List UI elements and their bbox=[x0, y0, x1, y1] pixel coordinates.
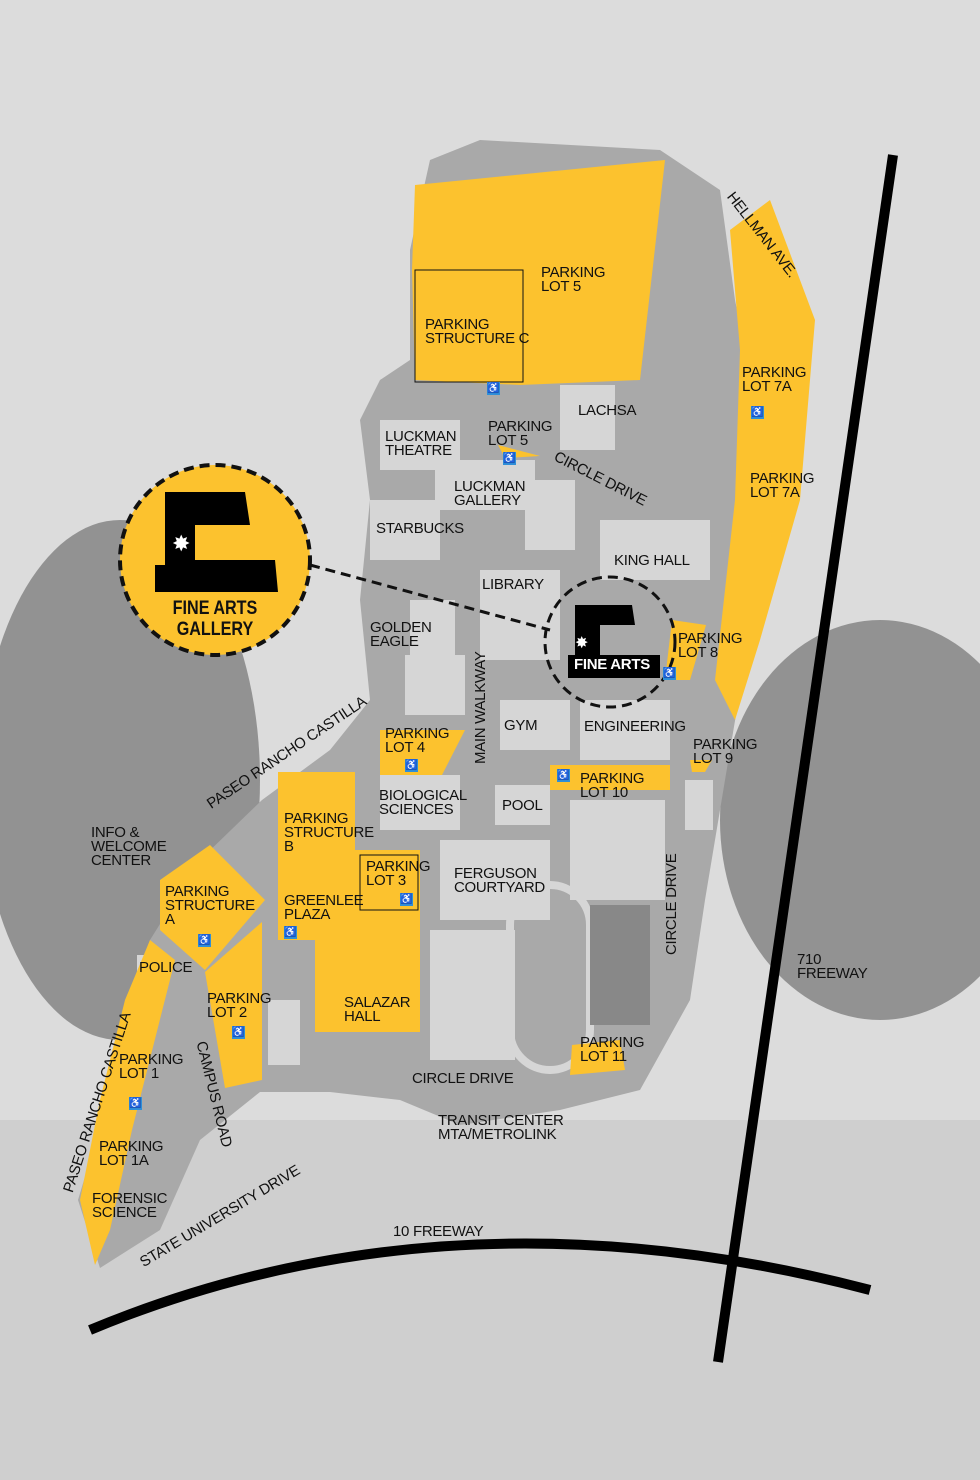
label-parking-lot-8: PARKING LOT 8 bbox=[678, 630, 743, 661]
label-luckman-gallery: LUCKMAN GALLERY bbox=[454, 478, 526, 509]
label-biological-sciences: BIOLOGICAL SCIENCES bbox=[379, 787, 467, 818]
label-luckman-theatre: LUCKMAN THEATRE bbox=[385, 428, 457, 459]
label-circle-drive-right: CIRCLE DRIVE bbox=[663, 853, 680, 955]
label-fine-arts: FINE ARTS bbox=[574, 656, 650, 673]
wheelchair-icon: ♿ bbox=[284, 926, 297, 939]
label-engineering: ENGINEERING bbox=[584, 718, 686, 735]
wheelchair-icon: ♿ bbox=[487, 382, 500, 395]
label-transit-center: TRANSIT CENTER MTA/METROLINK bbox=[438, 1112, 564, 1143]
wheelchair-icon: ♿ bbox=[663, 667, 676, 680]
label-king-hall: KING HALL bbox=[614, 552, 690, 569]
wheelchair-icon: ♿ bbox=[751, 406, 764, 419]
parking-lot-2-area bbox=[205, 922, 262, 1088]
label-salazar-hall: SALAZAR HALL bbox=[344, 994, 411, 1025]
parking-lot-9-area bbox=[690, 760, 712, 772]
label-parking-structure-a: PARKING STRUCTURE A bbox=[165, 883, 255, 928]
label-gym: GYM bbox=[504, 717, 538, 734]
label-parking-lot-4: PARKING LOT 4 bbox=[385, 725, 450, 756]
star-icon: ✸ bbox=[575, 635, 588, 652]
freeway-710 bbox=[713, 154, 898, 1363]
fine-arts-gallery-building bbox=[155, 492, 278, 592]
label-parking-lot-9: PARKING LOT 9 bbox=[693, 736, 758, 767]
label-parking-lot-7a-upper: PARKING LOT 7A bbox=[742, 364, 807, 395]
wheelchair-icon: ♿ bbox=[232, 1026, 245, 1039]
label-parking-lot-1: PARKING LOT 1 bbox=[119, 1051, 184, 1082]
parking-areas bbox=[80, 160, 815, 1265]
label-forensic-science: FORENSIC SCIENCE bbox=[92, 1190, 168, 1221]
wheelchair-icon: ♿ bbox=[557, 769, 570, 782]
label-starbucks: STARBUCKS bbox=[376, 520, 464, 537]
label-parking-structure-b: PARKING STRUCTURE B bbox=[284, 810, 374, 855]
label-parking-lot-10: PARKING LOT 10 bbox=[580, 770, 645, 801]
wheelchair-icon: ♿ bbox=[503, 452, 516, 465]
parking-structure-a-area bbox=[160, 845, 265, 970]
wheelchair-icon: ♿ bbox=[400, 893, 413, 906]
parking-structure-b-area bbox=[278, 772, 420, 1032]
wheelchair-icon: ♿ bbox=[129, 1097, 142, 1110]
label-info-welcome-center: INFO & WELCOME CENTER bbox=[91, 824, 167, 869]
label-parking-lot-2: PARKING LOT 2 bbox=[207, 990, 272, 1021]
label-lachsa: LACHSA bbox=[578, 402, 637, 419]
fine-arts-building[interactable] bbox=[568, 605, 660, 678]
parking-lot-5-area bbox=[412, 160, 665, 385]
label-main-walkway: MAIN WALKWAY bbox=[472, 651, 489, 764]
label-parking-lot-7a-lower: PARKING LOT 7A bbox=[750, 470, 815, 501]
track bbox=[506, 881, 650, 1074]
parking-lot-1-area bbox=[80, 940, 175, 1265]
label-parking-lot-11: PARKING LOT 11 bbox=[580, 1034, 645, 1065]
inset-connector bbox=[309, 563, 551, 632]
buildings bbox=[137, 385, 713, 1065]
label-parking-structure-c: PARKING STRUCTURE C bbox=[425, 316, 530, 347]
label-parking-lot-5: PARKING LOT 5 bbox=[541, 264, 606, 295]
parking-lot-4-area bbox=[380, 730, 465, 775]
label-pool: POOL bbox=[502, 797, 543, 814]
label-police: POLICE bbox=[139, 959, 193, 976]
fine-arts-highlight bbox=[543, 575, 677, 709]
label-parking-lot-5-small: PARKING LOT 5 bbox=[488, 418, 553, 449]
wheelchair-icon: ♿ bbox=[405, 759, 418, 772]
label-710-freeway: 710 FREEWAY bbox=[797, 951, 868, 982]
label-greenlee-plaza: GREENLEE PLAZA bbox=[284, 892, 364, 923]
structure-outlines bbox=[359, 269, 524, 911]
label-parking-lot-1a: PARKING LOT 1A bbox=[99, 1138, 164, 1169]
star-icon: ✸ bbox=[172, 531, 190, 556]
label-parking-lot-3: PARKING LOT 3 bbox=[366, 858, 431, 889]
parking-lot-10-area bbox=[550, 765, 670, 790]
label-library: LIBRARY bbox=[482, 576, 544, 593]
label-ferguson-courtyard: FERGUSON COURTYARD bbox=[454, 865, 545, 896]
wheelchair-icon: ♿ bbox=[198, 934, 211, 947]
label-10-freeway: 10 FREEWAY bbox=[393, 1223, 484, 1240]
fine-arts-gallery-title: FINE ARTS GALLERY bbox=[172, 598, 258, 640]
parking-lot-7a-area bbox=[715, 200, 815, 720]
label-golden-eagle: GOLDEN EAGLE bbox=[370, 619, 432, 650]
freeway-10 bbox=[88, 1238, 872, 1335]
label-circle-drive-bottom: CIRCLE DRIVE bbox=[412, 1070, 514, 1087]
parking-lot-11-area bbox=[570, 1040, 625, 1075]
